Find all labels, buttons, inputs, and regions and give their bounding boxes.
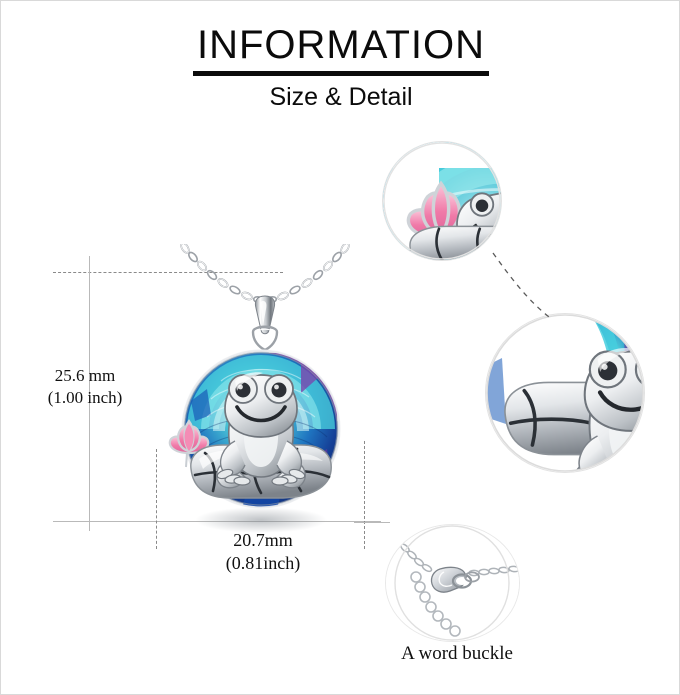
guide-line-clasp [354,522,390,523]
pendant-bail [251,295,279,352]
pendant-main-image [168,349,341,533]
height-inch-value: (1.00 inch) [47,387,123,407]
guide-line-vertical-left [89,256,90,531]
lobster-clasp [430,566,480,593]
width-inch-value: (0.81inch) [225,553,301,574]
necklace-chain [180,244,350,352]
page-header: INFORMATION Size & Detail [1,23,679,111]
clasp-chain-left [393,536,433,573]
connector-top-to-mid [492,252,550,318]
detail-circle-lotus [382,141,502,261]
width-dimension-label: 20.7mm (0.81inch) [179,529,347,575]
extension-chain [410,571,461,637]
guide-line-width-right [364,441,365,549]
pendant-reflection [195,507,327,533]
guide-line-top [53,272,283,273]
height-mm-value: 25.6 mm [54,366,116,385]
detail-circle-clasp [385,524,520,642]
detail-circle-frog [485,313,645,473]
guide-line-width-left [156,449,157,549]
width-mm-value: 20.7mm [233,530,293,550]
page-subtitle: Size & Detail [269,83,413,111]
frog-figure [216,372,306,489]
height-dimension-label: 25.6 mm (1.00 inch) [19,365,151,409]
chain-right-strand [264,244,350,304]
chain-left-strand [180,244,266,304]
clasp-caption: A word buckle [401,643,513,664]
title-underline [193,71,489,76]
lotus-flower-icon [168,419,210,468]
page-title: INFORMATION [196,23,485,67]
